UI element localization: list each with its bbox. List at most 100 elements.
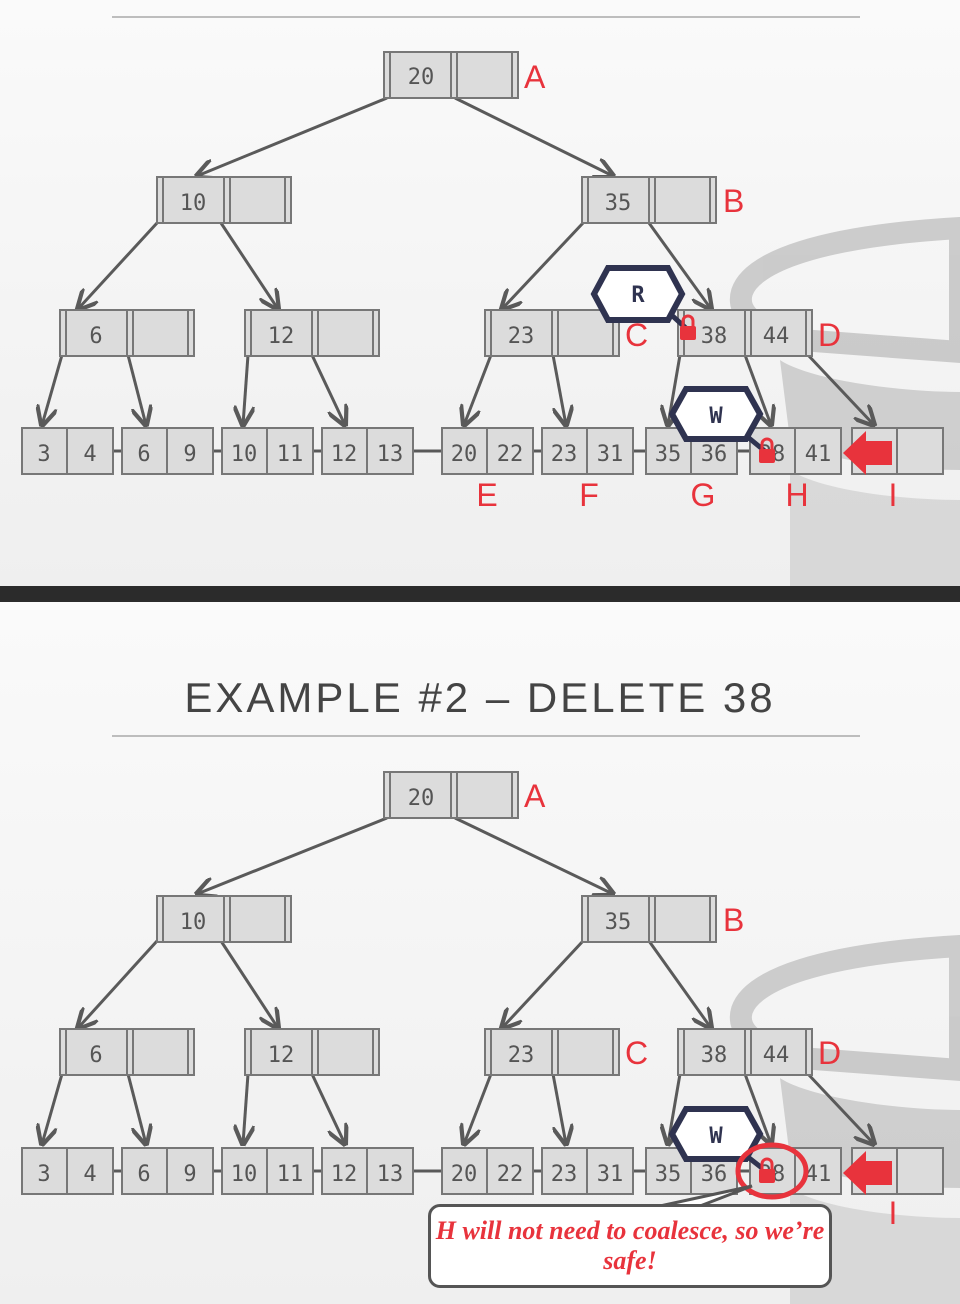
- red-arrow-icon: [843, 431, 892, 475]
- leaf-key: 10: [231, 1162, 258, 1187]
- leaf-f: 23 31: [541, 1147, 634, 1195]
- callout-text: H will not need to coalesce, so we’re sa…: [435, 1216, 825, 1275]
- node-d-key-2: 44: [763, 1043, 790, 1068]
- btree-diagram-2: 20 A 10 35 B: [21, 735, 960, 1304]
- callout-box: H will not need to coalesce, so we’re sa…: [428, 1204, 832, 1288]
- node-a-key-1: 20: [408, 65, 435, 90]
- leaf-key: 10: [231, 442, 258, 467]
- node-d-key-1: 38: [701, 324, 728, 349]
- node-10: 10: [156, 176, 292, 224]
- node-a-label: A: [524, 59, 546, 95]
- leaf-key: 36: [701, 442, 728, 467]
- node-d-label: D: [818, 1035, 841, 1071]
- node-d-key-2: 44: [763, 324, 790, 349]
- leaf-key: 3: [37, 1162, 50, 1187]
- leaf-key: 12: [331, 1162, 358, 1187]
- leaf-key: 6: [137, 1162, 150, 1187]
- slide-2: 20 A 10 35 B: [0, 602, 960, 1304]
- leaf-10-11: 10 11: [221, 427, 314, 475]
- slide-1: 20 A 10 35 B: [0, 0, 960, 586]
- leaf-key: 22: [497, 1162, 524, 1187]
- leaf-key: 11: [277, 442, 304, 467]
- node-a: 20 A: [383, 51, 546, 99]
- node-b: 35 B: [581, 895, 744, 943]
- node-c: 23 C: [484, 1028, 648, 1076]
- node-a-key-1: 20: [408, 786, 435, 811]
- leaf-key: 20: [451, 1162, 478, 1187]
- lock-icon: [680, 314, 696, 340]
- leaf-key: 4: [83, 442, 96, 467]
- leaf-key: 3: [37, 442, 50, 467]
- leaf-f: 23 31 F: [541, 427, 634, 513]
- node-b-key-1: 35: [605, 910, 632, 935]
- node-6: 6: [59, 309, 195, 357]
- leaf-key: 12: [331, 442, 358, 467]
- leaf-h-label: H: [785, 477, 808, 513]
- slide-title: EXAMPLE #2 – DELETE 38: [184, 674, 776, 721]
- leaf-key: 35: [655, 1162, 682, 1187]
- leaf-e-label: E: [476, 477, 497, 513]
- node-c-key-1: 23: [508, 324, 535, 349]
- leaf-12-13: 12 13: [321, 427, 414, 475]
- node-a-label: A: [524, 778, 546, 814]
- leaf-key: 31: [597, 1162, 624, 1187]
- red-arrow-icon: [843, 1151, 892, 1195]
- leaf-key: 4: [83, 1162, 96, 1187]
- node-d-key-1: 38: [701, 1043, 728, 1068]
- leaf-3-4: 3 4: [21, 1147, 114, 1195]
- leaf-f-label: F: [579, 477, 599, 513]
- leaf-key: 13: [377, 442, 404, 467]
- leaf-3-4: 3 4: [21, 427, 114, 475]
- tree-edges: [42, 96, 874, 425]
- node-6-key-1: 6: [89, 1043, 102, 1068]
- leaf-key: 9: [183, 442, 196, 467]
- highlight-circle: [735, 1142, 809, 1200]
- leaf-key: 13: [377, 1162, 404, 1187]
- node-d-label: D: [818, 317, 841, 353]
- node-b-label: B: [723, 183, 744, 219]
- node-b-label: B: [723, 902, 744, 938]
- read-lock-label: R: [631, 283, 645, 308]
- leaf-key: 31: [597, 442, 624, 467]
- slide-divider: [0, 586, 960, 602]
- leaf-i-label: I: [889, 477, 898, 513]
- leaf-i-label: I: [889, 1195, 898, 1231]
- leaf-key: 41: [805, 1162, 832, 1187]
- node-10: 10: [156, 895, 292, 943]
- leaf-key: 23: [551, 1162, 578, 1187]
- node-d: 38 44 D: [677, 1028, 841, 1076]
- node-12-key-1: 12: [268, 1043, 295, 1068]
- database-decoration: [729, 216, 960, 586]
- leaf-key: 20: [451, 442, 478, 467]
- node-c-label: C: [625, 317, 648, 353]
- write-lock-label: W: [709, 404, 723, 429]
- leaf-e: 20 22 E: [441, 427, 534, 513]
- leaf-key: 36: [701, 1162, 728, 1187]
- leaf-6-9: 6 9: [121, 1147, 214, 1195]
- leaf-6-9: 6 9: [121, 427, 214, 475]
- leaf-12-13: 12 13: [321, 1147, 414, 1195]
- node-b: 35 B: [581, 176, 744, 224]
- leaf-key: 22: [497, 442, 524, 467]
- write-lock-badge: W: [668, 386, 768, 454]
- node-c-key-1: 23: [508, 1043, 535, 1068]
- lock-icon: [759, 1157, 775, 1183]
- node-12: 12: [244, 1028, 380, 1076]
- node-a: 20 A: [383, 771, 546, 819]
- btree-diagram-1: 20 A 10 35 B: [21, 16, 960, 586]
- node-10-key-1: 10: [180, 191, 207, 216]
- write-lock-label: W: [709, 1124, 723, 1149]
- leaf-10-11: 10 11: [221, 1147, 314, 1195]
- node-c: 23 C: [484, 309, 648, 357]
- leaf-key: 9: [183, 1162, 196, 1187]
- node-6: 6: [59, 1028, 195, 1076]
- leaf-key: 23: [551, 442, 578, 467]
- node-12-key-1: 12: [268, 324, 295, 349]
- leaf-key: 35: [655, 442, 682, 467]
- node-12: 12: [244, 309, 380, 357]
- node-c-label: C: [625, 1035, 648, 1071]
- leaf-key: 11: [277, 1162, 304, 1187]
- leaf-key: 6: [137, 442, 150, 467]
- tree-edges: [42, 816, 874, 1144]
- write-lock-badge: W: [668, 1106, 764, 1170]
